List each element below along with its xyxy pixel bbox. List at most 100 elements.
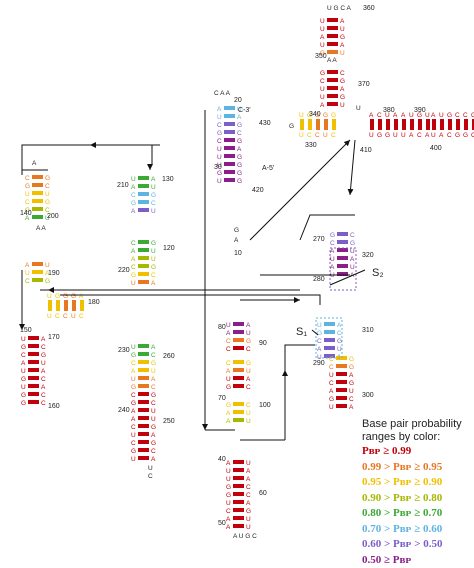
nucleotide-label: A (32, 160, 37, 167)
position-number-label: 330 (305, 142, 317, 149)
helix-190-bar (32, 270, 43, 274)
helix-350-base-right: G (340, 34, 345, 41)
helix-250-base-left: U (131, 456, 136, 463)
helix-350-bar (327, 34, 338, 38)
helix-310-bar (324, 346, 335, 350)
helix-80-bar (233, 322, 244, 326)
helix-150-bar (28, 352, 39, 356)
helix-240-base-right: U (151, 408, 156, 415)
helix-80-base-right: C (246, 346, 251, 353)
position-number-label: 140 (20, 210, 32, 217)
three-prime-end-label: C-3' (238, 107, 251, 114)
helix-280-base-right: U (350, 248, 355, 255)
helix-420-bar (224, 122, 235, 126)
helix-330-base-top: G (323, 112, 328, 119)
helix-400-base-top: U (439, 112, 444, 119)
helix-140-base-right: G (45, 199, 50, 206)
helix-310-base-right: A (337, 322, 342, 329)
position-number-label: 210 (117, 182, 129, 189)
helix-150-base-right: A (41, 336, 46, 343)
helix-400-bar (464, 119, 468, 130)
helix-70-bar (233, 360, 244, 364)
position-number-label: 290 (313, 360, 325, 367)
helix-180-base-bottom: U (47, 313, 52, 320)
helix-400-base-top: A (431, 112, 436, 119)
helix-420-bar (224, 146, 235, 150)
helix-40-base-left: A (226, 460, 231, 467)
helix-420-base-right: G (237, 178, 242, 185)
helix-210-base-left: G (131, 200, 136, 207)
helix-280-base-left: G (330, 232, 335, 239)
helix-400-bar (432, 119, 436, 130)
helix-40-base-right: C (246, 492, 251, 499)
helix-40-base-left: A (226, 516, 231, 523)
helix-370-base-right: U (340, 102, 345, 109)
helix-420-base-left: G (217, 170, 222, 177)
helix-80-base-right: U (246, 330, 251, 337)
helix-310-bar (324, 330, 335, 334)
helix-140-bar (32, 175, 43, 179)
helix-250-base-left: C (131, 424, 136, 431)
helix-300-base-right: G (349, 380, 354, 387)
helix-240-base-left: C (131, 360, 136, 367)
helix-220-base-right: U (151, 248, 156, 255)
helix-150-base-right: C (41, 376, 46, 383)
helix-150-bar (28, 376, 39, 380)
helix-330-bar (316, 119, 320, 130)
helix-180-bar (64, 300, 68, 311)
helix-380-bar (410, 119, 414, 130)
helix-140-base-left: G (25, 183, 30, 190)
legend-title: Base pair probability ranges by color: (362, 418, 474, 444)
helix-40-base-right: C (246, 484, 251, 491)
helix-240-base-left: U (131, 344, 136, 351)
helix-300-base-right: A (349, 372, 354, 379)
helix-240-bar (138, 392, 149, 396)
helix-380-base-bottom: G (377, 132, 382, 139)
helix-40-base-left: U (226, 500, 231, 507)
helix-40-base-left: G (226, 484, 231, 491)
helix-40-bar (233, 460, 244, 464)
helix-220-base-left: A (131, 256, 136, 263)
helix-40-base-left: G (226, 492, 231, 499)
helix-140-bar (32, 183, 43, 187)
helix-40-bar (233, 516, 244, 520)
position-number-label: 310 (362, 327, 374, 334)
helix-150-base-right: A (41, 384, 46, 391)
helix-300-bar (336, 388, 347, 392)
position-number-label: 380 (383, 107, 395, 114)
helix-150-base-left: G (21, 376, 26, 383)
helix-380-bar (394, 119, 398, 130)
helix-240-bar (138, 400, 149, 404)
helix-420-bar (224, 178, 235, 182)
helix-100-base-right: U (246, 410, 251, 417)
helix-220-base-left: A (131, 248, 136, 255)
helix-180-base-top: G (71, 293, 76, 300)
helix-240-bar (138, 408, 149, 412)
helix-140-bar (32, 215, 43, 219)
helix-420-base-right: G (237, 162, 242, 169)
position-number-label: 390 (414, 107, 426, 114)
position-number-label: 170 (48, 334, 60, 341)
helix-150-base-left: G (21, 344, 26, 351)
helix-240-base-right: U (151, 368, 156, 375)
helix-370-base-left: C (320, 78, 325, 85)
helix-350-base-left: U (320, 18, 325, 25)
helix-150-bar (28, 344, 39, 348)
helix-150-base-right: C (41, 400, 46, 407)
helix-300-base-right: C (349, 396, 354, 403)
helix-420-base-left: C (217, 138, 222, 145)
position-number-label: 80 (218, 324, 226, 331)
helix-330-base-bottom: C (315, 132, 320, 139)
nucleotide-label: G (234, 227, 239, 234)
helix-40-bar (233, 484, 244, 488)
helix-80-base-left: U (226, 322, 231, 329)
position-number-label: 90 (259, 340, 267, 347)
helix-240-base-right: G (151, 360, 156, 367)
helix-250-base-left: U (131, 432, 136, 439)
helix-300-bar (336, 364, 347, 368)
helix-180-base-bottom: C (55, 313, 60, 320)
helix-300-base-left: U (329, 404, 334, 411)
helix-150-base-right: C (41, 344, 46, 351)
helix-220-bar (138, 272, 149, 276)
helix-150-base-left: C (21, 352, 26, 359)
